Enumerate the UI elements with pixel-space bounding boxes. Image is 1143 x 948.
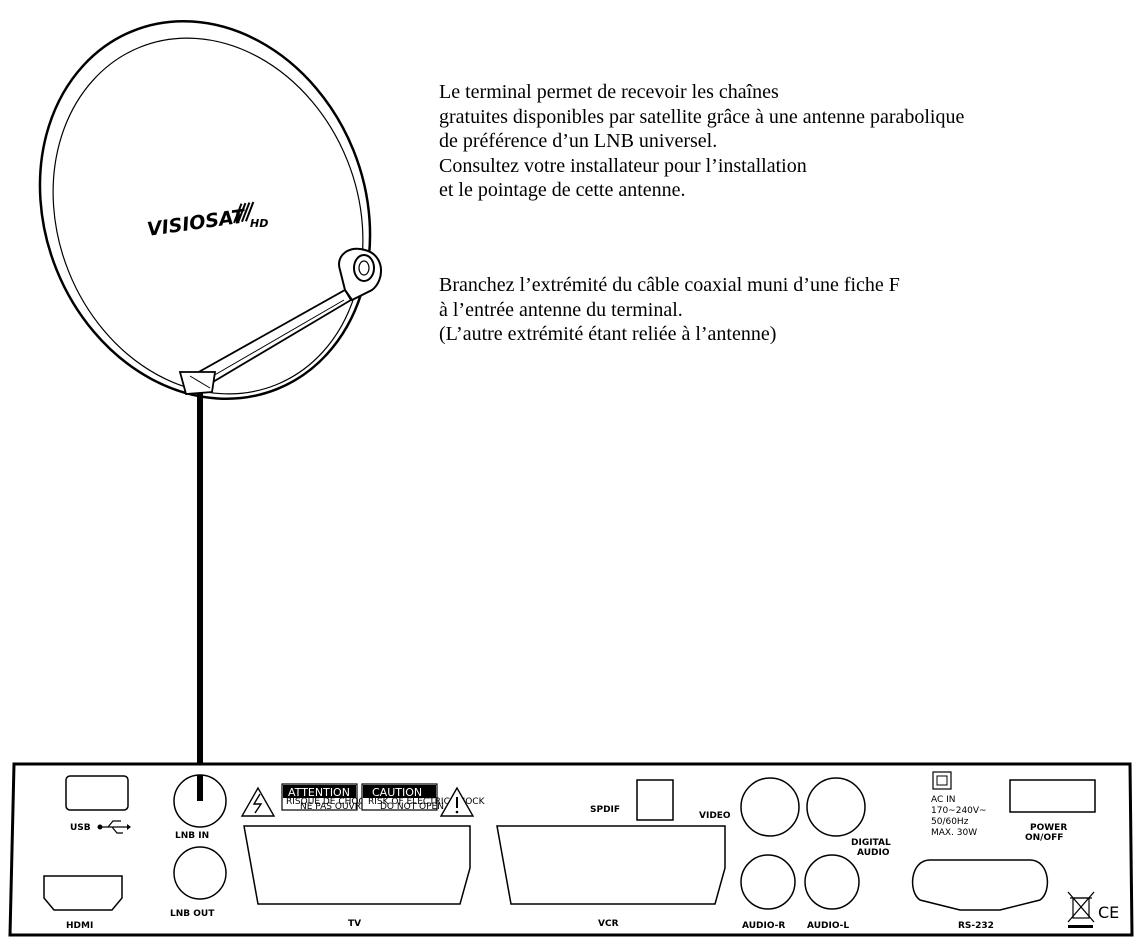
text-line: (L’autre extrémité étant reliée à l’ante… bbox=[439, 323, 777, 345]
power-switch bbox=[1009, 779, 1096, 813]
vcr-scart-port bbox=[496, 825, 726, 905]
usb-label: USB bbox=[70, 823, 91, 833]
spdif-label: SPDIF bbox=[590, 805, 620, 815]
satellite-dish: VISIOSAT HD bbox=[38, 20, 382, 400]
video-label: VIDEO bbox=[699, 811, 731, 821]
rs232-port bbox=[911, 859, 1049, 911]
dish-bowl bbox=[52, 37, 364, 395]
lnb-out-connector bbox=[173, 846, 227, 900]
ac-frequency: 50/60Hz bbox=[931, 817, 969, 827]
hdmi-port bbox=[43, 875, 123, 911]
caution-line1: RISK OF ELECTRIC SHOCK bbox=[368, 797, 486, 807]
text-line: Consultez votre installateur pour l’inst… bbox=[439, 154, 807, 177]
weee-bin-icon bbox=[1067, 891, 1095, 928]
digital-audio-label-1: DIGITAL bbox=[851, 838, 891, 848]
attention-line2: NE PAS OUVRIR bbox=[300, 802, 370, 812]
text-line: et le pointage de cette antenne. bbox=[439, 179, 686, 201]
power-label-2: ON/OFF bbox=[1025, 833, 1063, 843]
usb-icon bbox=[97, 820, 131, 834]
power-label-1: POWER bbox=[1030, 823, 1067, 833]
digital-audio-label-2: AUDIO bbox=[857, 848, 890, 858]
warning-right-icon bbox=[439, 786, 475, 817]
spdif-port bbox=[636, 779, 674, 821]
instructions-paragraph-2: Branchez l’extrémité du câble coaxial mu… bbox=[439, 273, 900, 347]
vcr-label: VCR bbox=[598, 919, 619, 929]
tv-scart-port bbox=[243, 825, 471, 905]
audio-l-label: AUDIO-L bbox=[807, 921, 849, 931]
ac-power: MAX. 30W bbox=[931, 828, 977, 838]
dish-mount-bracket bbox=[178, 371, 217, 395]
tv-label: TV bbox=[348, 919, 361, 929]
caution-title: CAUTION bbox=[372, 786, 422, 799]
video-connector bbox=[740, 777, 800, 837]
audio-l-connector bbox=[804, 854, 860, 910]
caution-line2: DO NOT OPEN bbox=[380, 802, 444, 812]
usb-port bbox=[65, 775, 129, 811]
ac-voltage: 170~240V~ bbox=[931, 806, 987, 816]
dish-hd-badge: HD bbox=[250, 217, 268, 230]
text-line: Le terminal permet de recevoir les chaîn… bbox=[439, 81, 779, 103]
lnb-in-label: LNB IN bbox=[175, 831, 209, 841]
warning-left-icon bbox=[240, 786, 276, 817]
dish-logo-stripes bbox=[233, 201, 255, 224]
text-line: gratuites disponibles par satellite grâc… bbox=[439, 105, 965, 128]
ac-in-label: AC IN bbox=[931, 795, 956, 805]
attention-line1: RISQUE DE CHOC ELECTRIQUE bbox=[286, 797, 424, 807]
rs232-label: RS-232 bbox=[958, 921, 994, 931]
receiver-back-panel: USB HDMI LNB IN LNB OUT ATTENTION RISQUE… bbox=[8, 762, 1134, 937]
ce-mark: CE bbox=[1098, 903, 1119, 922]
double-insulation-icon bbox=[932, 771, 952, 790]
hdmi-label: HDMI bbox=[66, 921, 93, 931]
audio-r-connector bbox=[740, 854, 796, 910]
digital-audio-connector bbox=[806, 777, 866, 837]
lnb-out-label: LNB OUT bbox=[170, 909, 215, 919]
text-line: de préférence d’un LNB universel. bbox=[439, 130, 718, 152]
text-line: Branchez l’extrémité du câble coaxial mu… bbox=[439, 274, 900, 296]
audio-r-label: AUDIO-R bbox=[742, 921, 785, 931]
instructions-paragraph-1: Le terminal permet de recevoir les chaîn… bbox=[439, 80, 964, 203]
text-line: à l’entrée antenne du terminal. bbox=[439, 298, 683, 321]
attention-title: ATTENTION bbox=[288, 786, 350, 799]
